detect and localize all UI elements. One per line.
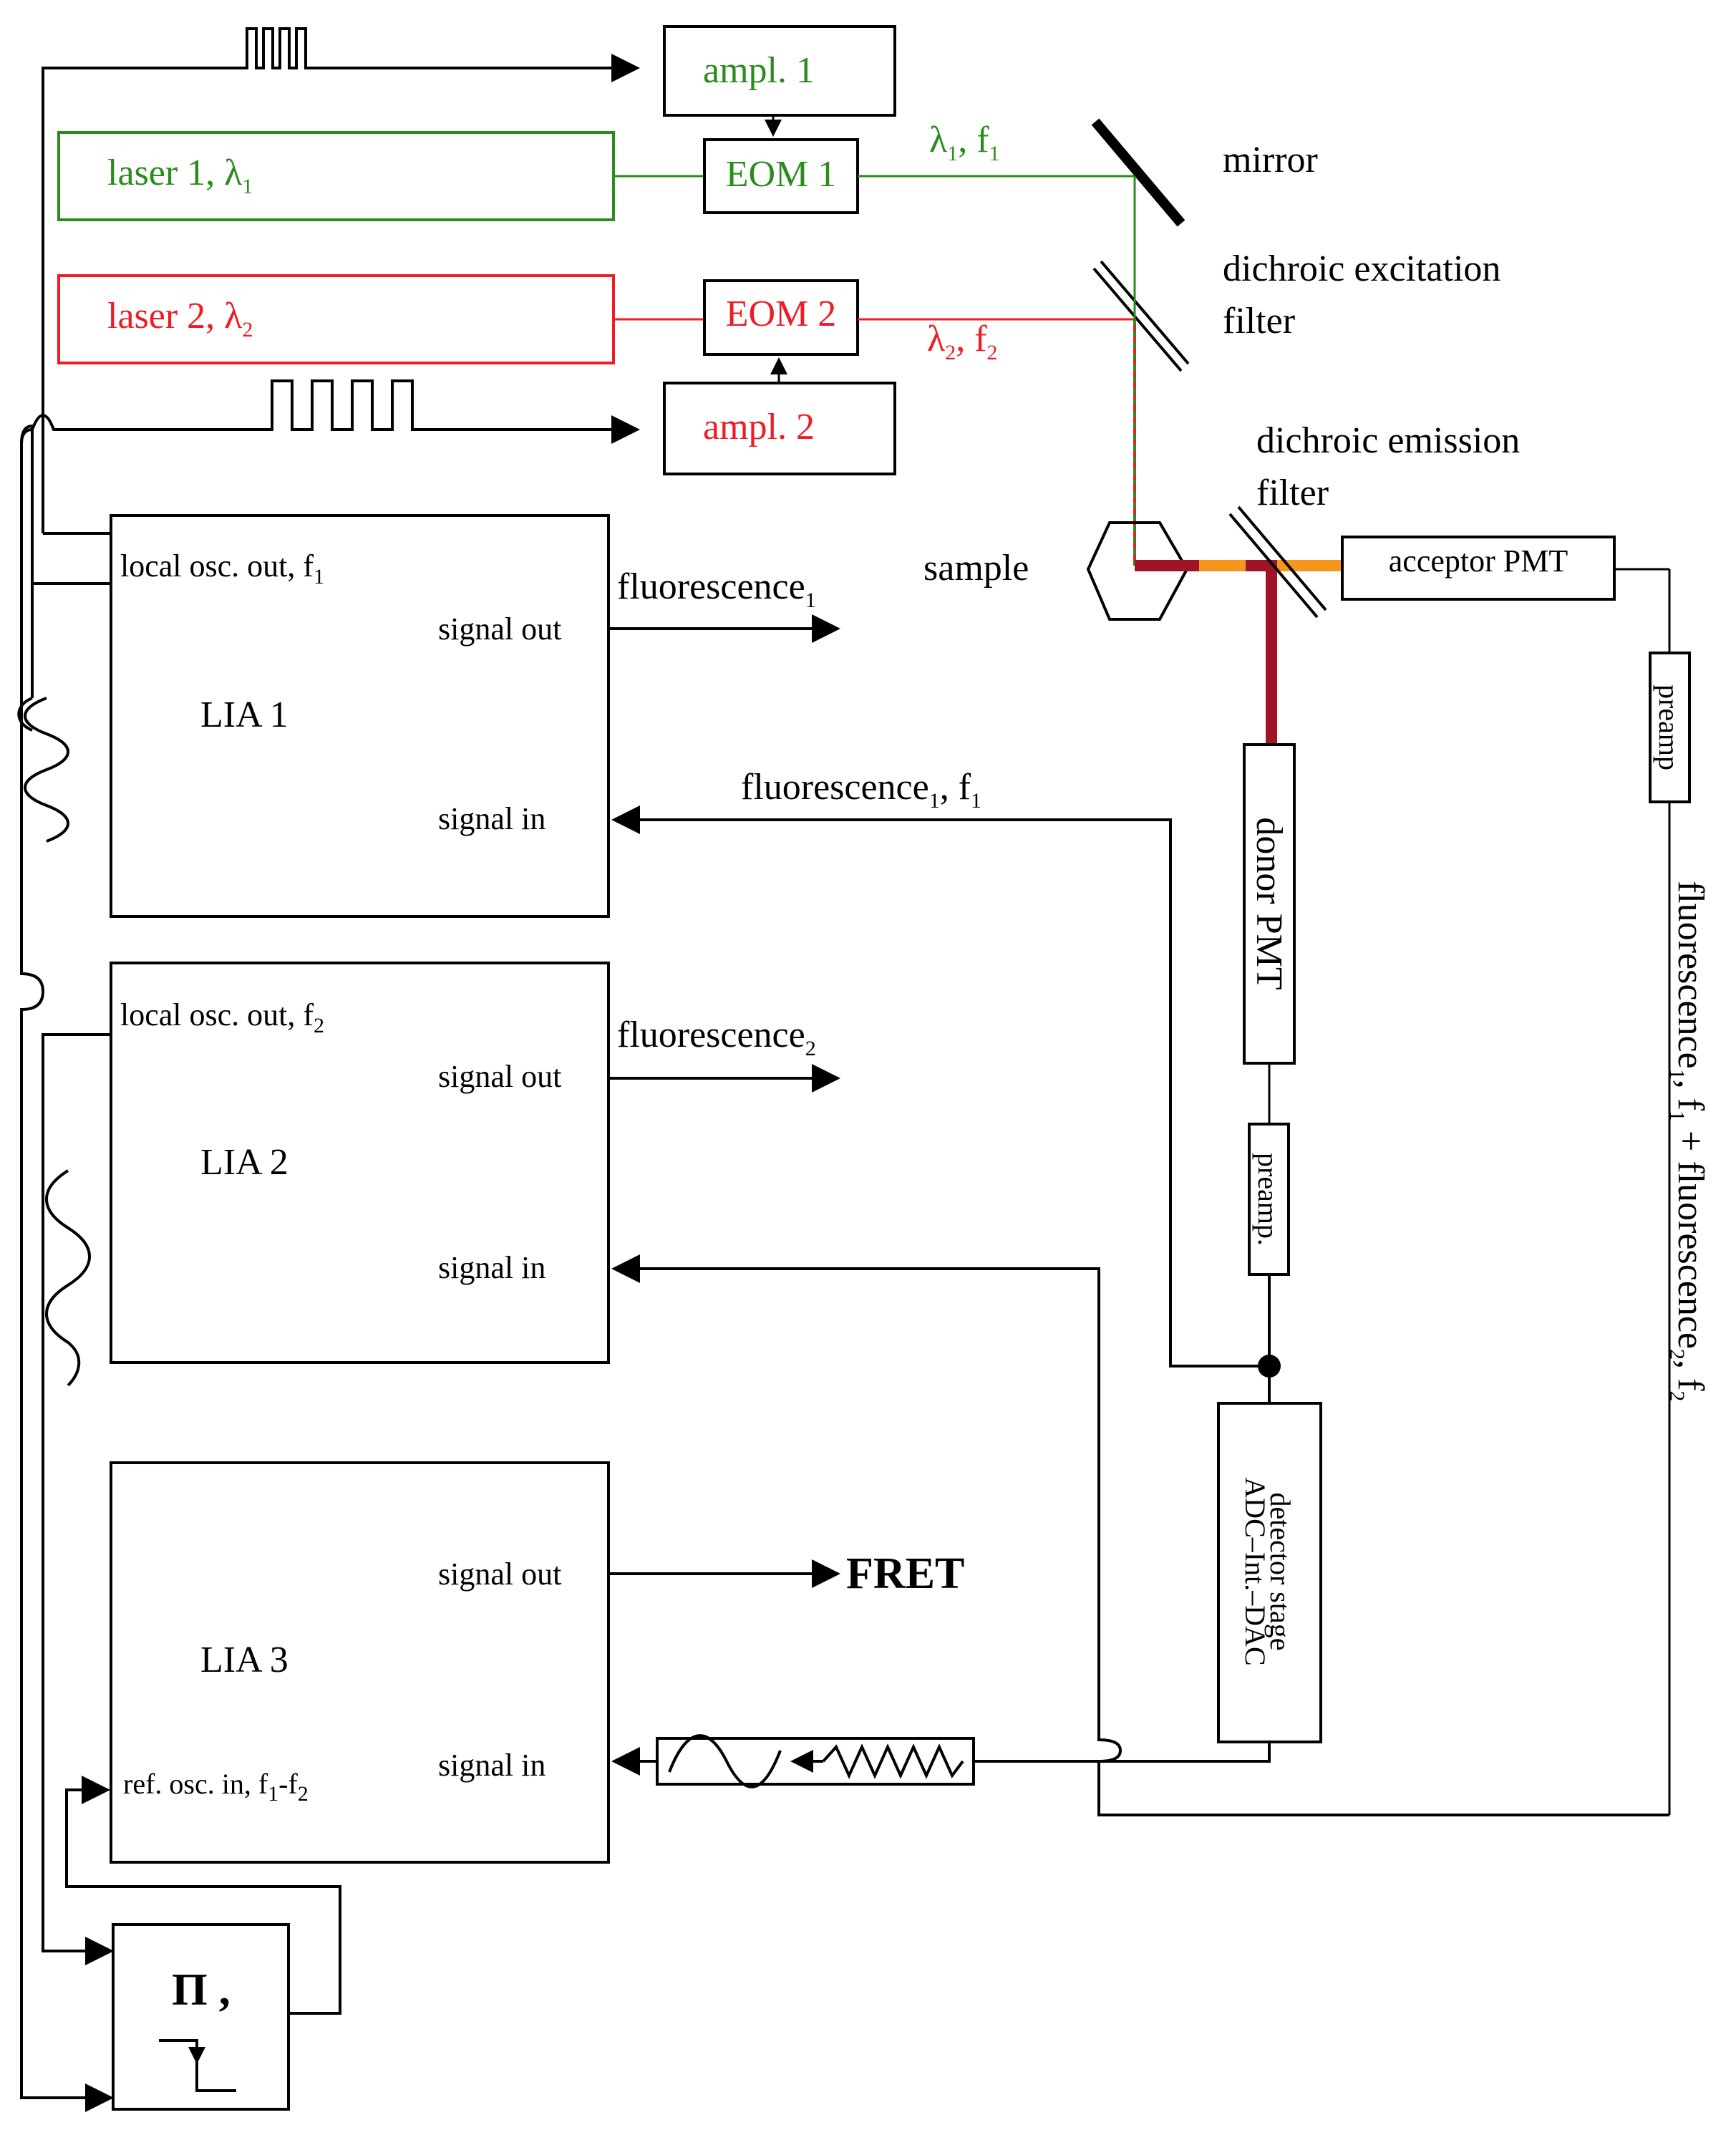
fluor-out-2-label: fluorescence2 bbox=[617, 1015, 816, 1060]
laser2-sub: 2 bbox=[242, 318, 253, 342]
donor-pmt-box: donor PMT bbox=[1243, 743, 1296, 1065]
pi-label: Π , bbox=[172, 1964, 231, 2015]
sample-label: sample bbox=[923, 548, 1029, 589]
lia1-signal-out: signal out bbox=[438, 611, 561, 647]
lia3-signal-out: signal out bbox=[438, 1557, 561, 1592]
laser1-box: laser 1, λ1 bbox=[57, 131, 615, 221]
svg-text:laser 1, λ1: laser 1, λ1 bbox=[107, 153, 253, 198]
right-fluorescence-label: fluorescence1, f1 + fluorescence2, f2 bbox=[1665, 881, 1711, 1401]
triangle-wave-icon bbox=[822, 1743, 964, 1779]
lia2-signal-out: signal out bbox=[438, 1059, 561, 1094]
donor-pmt-label: donor PMT bbox=[1248, 817, 1289, 989]
wire-f2-down bbox=[42, 1033, 114, 1965]
lia3-label: LIA 3 bbox=[200, 1640, 288, 1680]
laser2-label: laser 2, λ bbox=[107, 296, 242, 337]
dichroic-exc-label-2: filter bbox=[1223, 301, 1295, 342]
multiplier-feedback-wire bbox=[65, 1776, 341, 2015]
laser1-sub: 1 bbox=[242, 175, 253, 198]
mirror bbox=[1091, 118, 1185, 227]
preamp-donor-box: preamp. bbox=[1248, 1123, 1290, 1276]
fluor-out-1-label: fluorescence1 bbox=[617, 566, 816, 612]
acceptor-pmt-box: acceptor PMT bbox=[1341, 536, 1616, 601]
dichroic-em-label-1: dichroic emission bbox=[1256, 420, 1520, 461]
laser1-label: laser 1, λ bbox=[107, 153, 242, 193]
lia2-label: LIA 2 bbox=[200, 1142, 288, 1183]
detector-label-1: detector stage bbox=[1264, 1493, 1296, 1651]
eom2-label: EOM 2 bbox=[726, 294, 837, 334]
preamp-donor-label: preamp. bbox=[1252, 1153, 1284, 1246]
dichroic-excitation-filter bbox=[1092, 260, 1190, 372]
acceptor-pmt-label: acceptor PMT bbox=[1389, 543, 1568, 579]
ampl2-label: ampl. 2 bbox=[703, 407, 815, 447]
beam2-label: λ2, f2 bbox=[927, 319, 998, 364]
multiplier-box: Π , bbox=[112, 1923, 290, 2111]
acceptor-feed-wire bbox=[611, 1254, 1669, 1816]
pulse-line-2 bbox=[20, 379, 637, 444]
sine-f2-icon bbox=[45, 1169, 91, 1387]
lia2-local-osc: local osc. out, f2 bbox=[120, 997, 324, 1037]
sine-wave-icon bbox=[668, 1734, 782, 1788]
dichroic-em-label-2: filter bbox=[1256, 473, 1329, 513]
eom1-box: EOM 1 bbox=[703, 138, 859, 214]
fluor1-feed-wire bbox=[611, 805, 1269, 1367]
fret-label: FRET bbox=[846, 1549, 964, 1598]
preamp-right-label: preamp bbox=[1653, 684, 1685, 770]
lia3-signal-in: signal in bbox=[438, 1748, 545, 1783]
ampl1-label: ampl. 1 bbox=[703, 50, 815, 91]
lia1-local-osc: local osc. out, f1 bbox=[120, 548, 324, 589]
dichroic-emission-filter bbox=[1228, 505, 1327, 619]
mirror-label: mirror bbox=[1223, 140, 1318, 180]
detector-output-wire bbox=[974, 1742, 1271, 1763]
detector-stage-box: detector stage ADC–Int.–DAC bbox=[1217, 1402, 1322, 1743]
laser2-box: laser 2, λ2 bbox=[57, 274, 615, 364]
lia2-box: local osc. out, f2 signal out LIA 2 sign… bbox=[110, 962, 610, 1364]
beam1-label: λ1, f1 bbox=[929, 120, 1000, 165]
eom2-box: EOM 2 bbox=[703, 279, 859, 356]
lia1-box: local osc. out, f1 signal out LIA 1 sign… bbox=[110, 514, 610, 918]
sine-f1-icon bbox=[24, 697, 69, 843]
lia3-ref-osc: ref. osc. in, f1-f2 bbox=[123, 1768, 309, 1806]
lia1-signal-in: signal in bbox=[438, 801, 545, 836]
ampl1-box: ampl. 1 bbox=[663, 25, 896, 117]
fluor-in-label: fluorescence1, f1 bbox=[741, 767, 981, 813]
pulse-line-1 bbox=[42, 27, 640, 168]
lowpass-step-icon bbox=[159, 2039, 236, 2092]
lia1-label: LIA 1 bbox=[200, 694, 288, 735]
eom1-label: EOM 1 bbox=[726, 154, 837, 195]
sample-hexagon bbox=[1086, 521, 1189, 621]
ampl2-box: ampl. 2 bbox=[663, 382, 896, 475]
lia3-box: signal out LIA 3 signal in ref. osc. in,… bbox=[110, 1461, 610, 1864]
lia2-signal-in: signal in bbox=[438, 1250, 545, 1285]
svg-text:laser 2, λ2: laser 2, λ2 bbox=[107, 296, 253, 342]
lia1-osc-wire bbox=[17, 582, 111, 732]
detector-label-2: ADC–Int.–DAC bbox=[1239, 1477, 1271, 1665]
preamp-right-box: preamp bbox=[1649, 652, 1691, 803]
dichroic-exc-label-1: dichroic excitation bbox=[1223, 248, 1500, 289]
signal-conversion-box bbox=[656, 1734, 975, 1788]
wire-f1-down bbox=[20, 427, 114, 2112]
